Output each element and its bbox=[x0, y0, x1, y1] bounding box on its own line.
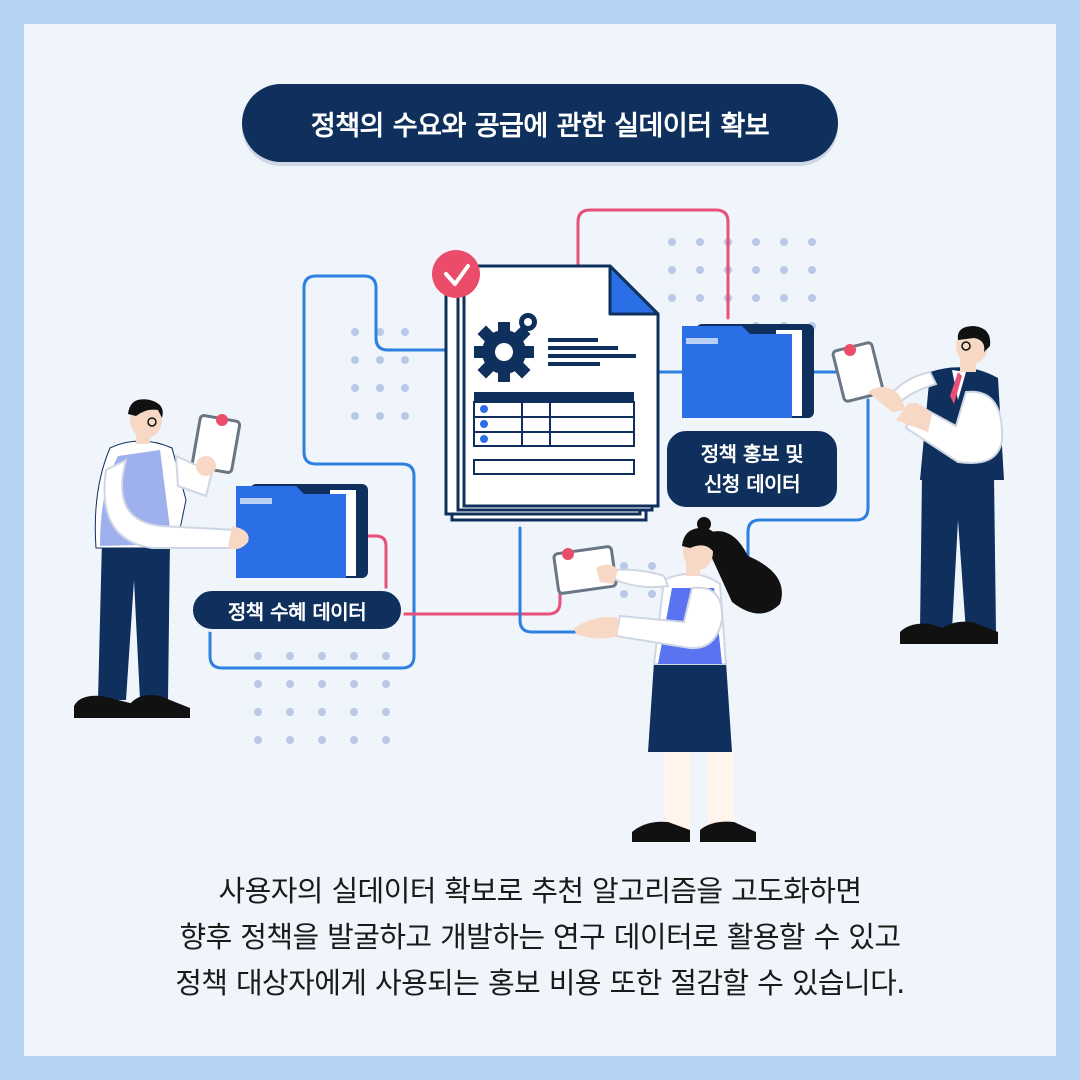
caption-line: 정책 대상자에게 사용되는 홍보 비용 또한 절감할 수 있습니다. bbox=[175, 966, 905, 1000]
man-right-figure bbox=[831, 326, 1004, 644]
page-title: 정책의 수요와 공급에 관한 실데이터 확보 bbox=[242, 84, 838, 162]
left-folder-icon bbox=[236, 484, 368, 578]
folder-label-beneficiary-data: 정책 수혜 데이터 bbox=[190, 588, 404, 632]
folder-label-line: 정책 홍보 및 bbox=[700, 442, 804, 466]
check-badge-icon bbox=[432, 250, 480, 298]
folder-label-promotion-data: 정책 홍보 및 신청 데이터 bbox=[664, 428, 840, 510]
man-left-figure bbox=[74, 399, 249, 718]
right-folder-icon bbox=[682, 324, 814, 418]
caption-text: 사용자의 실데이터 확보로 추천 알고리즘을 고도화하면 향후 정책을 발굴하고… bbox=[40, 868, 1040, 1006]
dot-grid-decoration bbox=[254, 238, 816, 744]
data-table-graphic bbox=[473, 392, 635, 475]
woman-center-figure bbox=[552, 517, 782, 842]
caption-line: 사용자의 실데이터 확보로 추천 알고리즘을 고도화하면 bbox=[218, 874, 863, 908]
document-stack-icon bbox=[432, 250, 660, 522]
gear-icon bbox=[474, 313, 537, 382]
folder-label-line: 신청 데이터 bbox=[704, 472, 800, 496]
tablet-icon bbox=[831, 341, 885, 403]
caption-line: 향후 정책을 발굴하고 개발하는 연구 데이터로 활용할 수 있고 bbox=[179, 920, 902, 954]
